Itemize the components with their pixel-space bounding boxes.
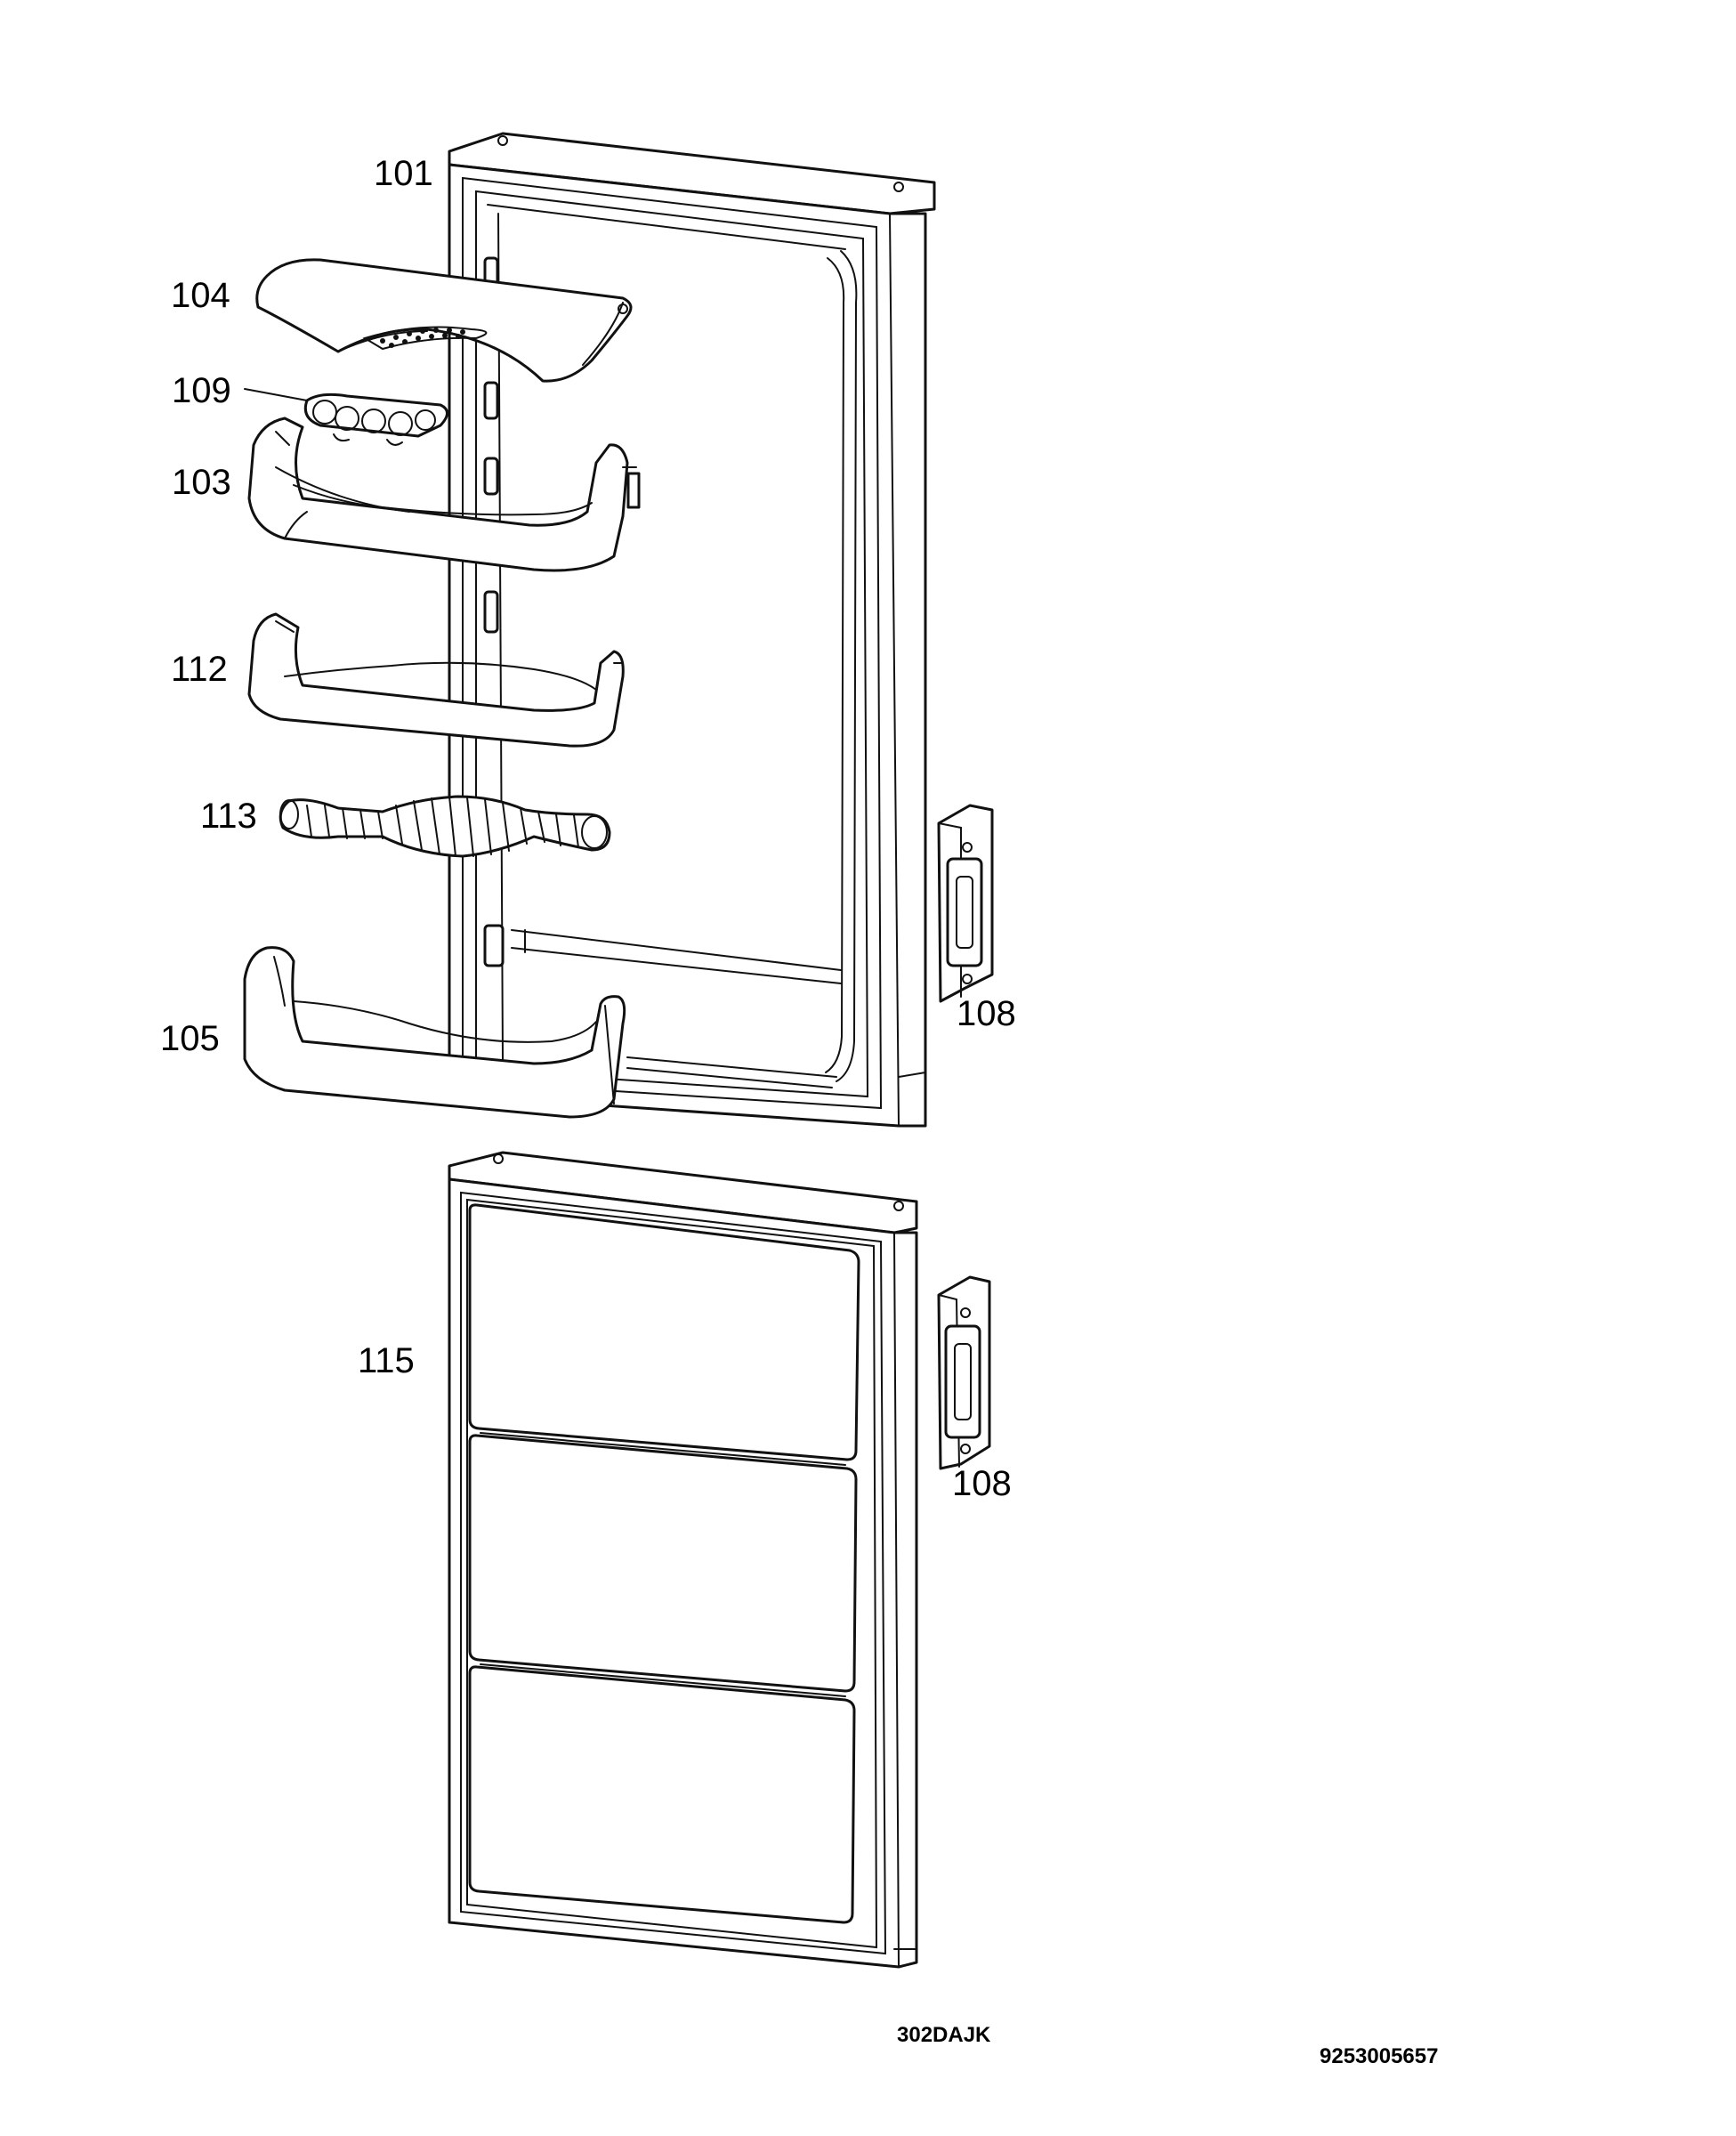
- part-103-door-shelf: [247, 417, 641, 572]
- label-113: 113: [200, 797, 257, 836]
- lower-door: [448, 1151, 918, 1969]
- part-109-egg-tray: [244, 388, 448, 446]
- label-101: 101: [374, 154, 433, 193]
- upper-door: [448, 132, 936, 1128]
- part-108-hinge-bracket-upper: [937, 804, 994, 1003]
- part-104-shelf-cover: [255, 258, 633, 383]
- label-108-lower: 108: [952, 1464, 1012, 1503]
- part-105-bottle-shelf: [243, 946, 626, 1119]
- label-105: 105: [160, 1019, 220, 1058]
- label-104: 104: [171, 276, 230, 315]
- part-113-bottle-holder: [279, 795, 611, 858]
- perforation-dots: [380, 328, 465, 348]
- part-112-door-shelf: [247, 612, 625, 748]
- label-115: 115: [358, 1341, 415, 1380]
- label-108-upper: 108: [957, 994, 1016, 1033]
- label-103: 103: [172, 463, 231, 502]
- label-109: 109: [172, 371, 231, 410]
- label-112: 112: [171, 650, 228, 689]
- model-code: 302DAJK: [897, 2023, 991, 2047]
- part-108-hinge-bracket-lower: [937, 1275, 991, 1470]
- part-number: 9253005657: [1320, 2044, 1438, 2068]
